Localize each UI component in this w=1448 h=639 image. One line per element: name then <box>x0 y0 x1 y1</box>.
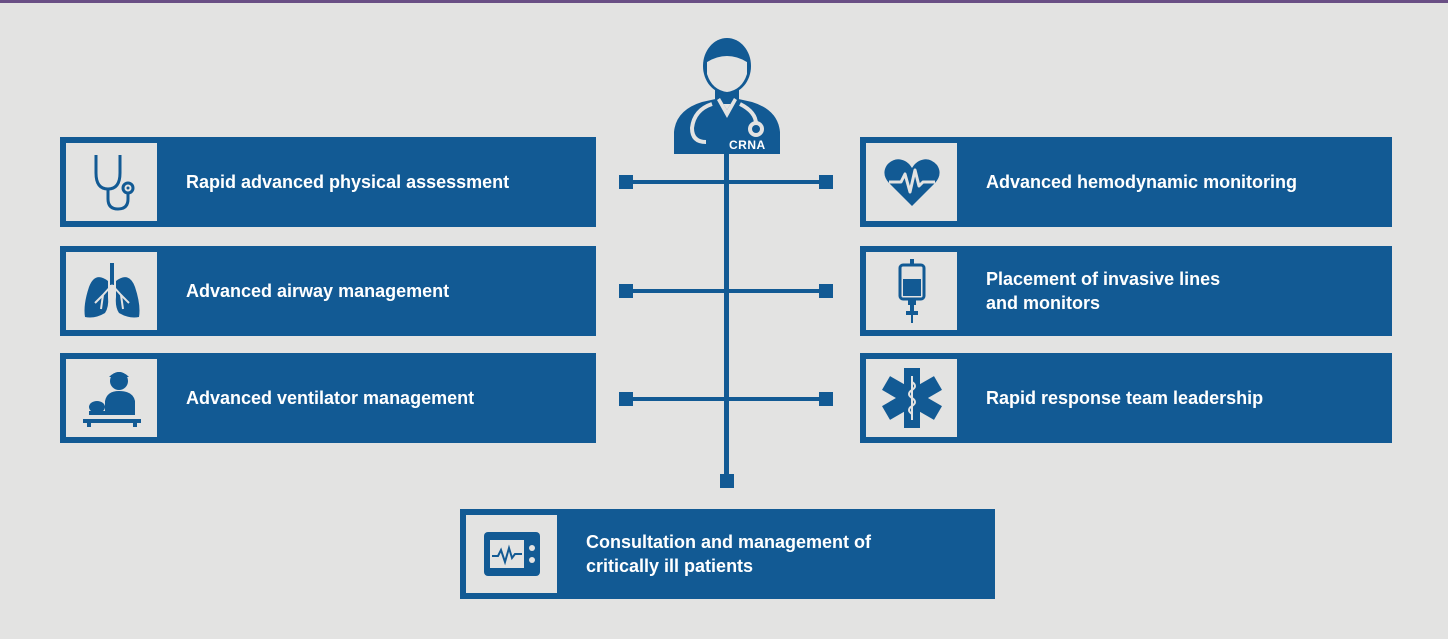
connector-node <box>819 284 833 298</box>
card-label: Rapid response team leadership <box>986 388 1264 408</box>
card-hemodynamic-monitoring: Advanced hemodynamic monitoring <box>860 137 1392 227</box>
clinician-patient-icon <box>64 357 159 439</box>
connector-row-3 <box>626 397 826 401</box>
card-physical-assessment: Rapid advanced physical assessment <box>60 137 596 227</box>
vertical-connector <box>724 150 729 480</box>
card-ventilator-management: Advanced ventilator management <box>60 353 596 443</box>
card-invasive-lines: Placement of invasive lines and monitors <box>860 246 1392 336</box>
connector-row-2 <box>626 289 826 293</box>
connector-node <box>720 474 734 488</box>
crna-clinician-icon: CRNA <box>672 32 782 154</box>
stethoscope-icon <box>64 141 159 223</box>
top-accent-bar <box>0 0 1448 3</box>
connector-row-1 <box>626 180 826 184</box>
star-of-life-icon <box>864 357 959 439</box>
card-rapid-response: Rapid response team leadership <box>860 353 1392 443</box>
connector-node <box>619 175 633 189</box>
heart-pulse-icon <box>864 141 959 223</box>
connector-node <box>619 284 633 298</box>
card-label: Rapid advanced physical assessment <box>186 172 510 192</box>
crna-badge: CRNA <box>729 138 766 152</box>
card-airway-management: Advanced airway management <box>60 246 596 336</box>
card-label: Advanced ventilator management <box>186 388 475 408</box>
card-label: Advanced hemodynamic monitoring <box>986 172 1298 192</box>
iv-bag-icon <box>864 250 959 332</box>
connector-node <box>819 392 833 406</box>
card-label: Advanced airway management <box>186 281 450 301</box>
monitor-icon <box>464 513 559 595</box>
connector-node <box>619 392 633 406</box>
card-label: Consultation and management of criticall… <box>586 532 872 576</box>
connector-node <box>819 175 833 189</box>
lungs-icon <box>64 250 159 332</box>
card-label: Placement of invasive lines and monitors <box>986 269 1221 313</box>
card-critically-ill-patients: Consultation and management of criticall… <box>460 509 995 599</box>
